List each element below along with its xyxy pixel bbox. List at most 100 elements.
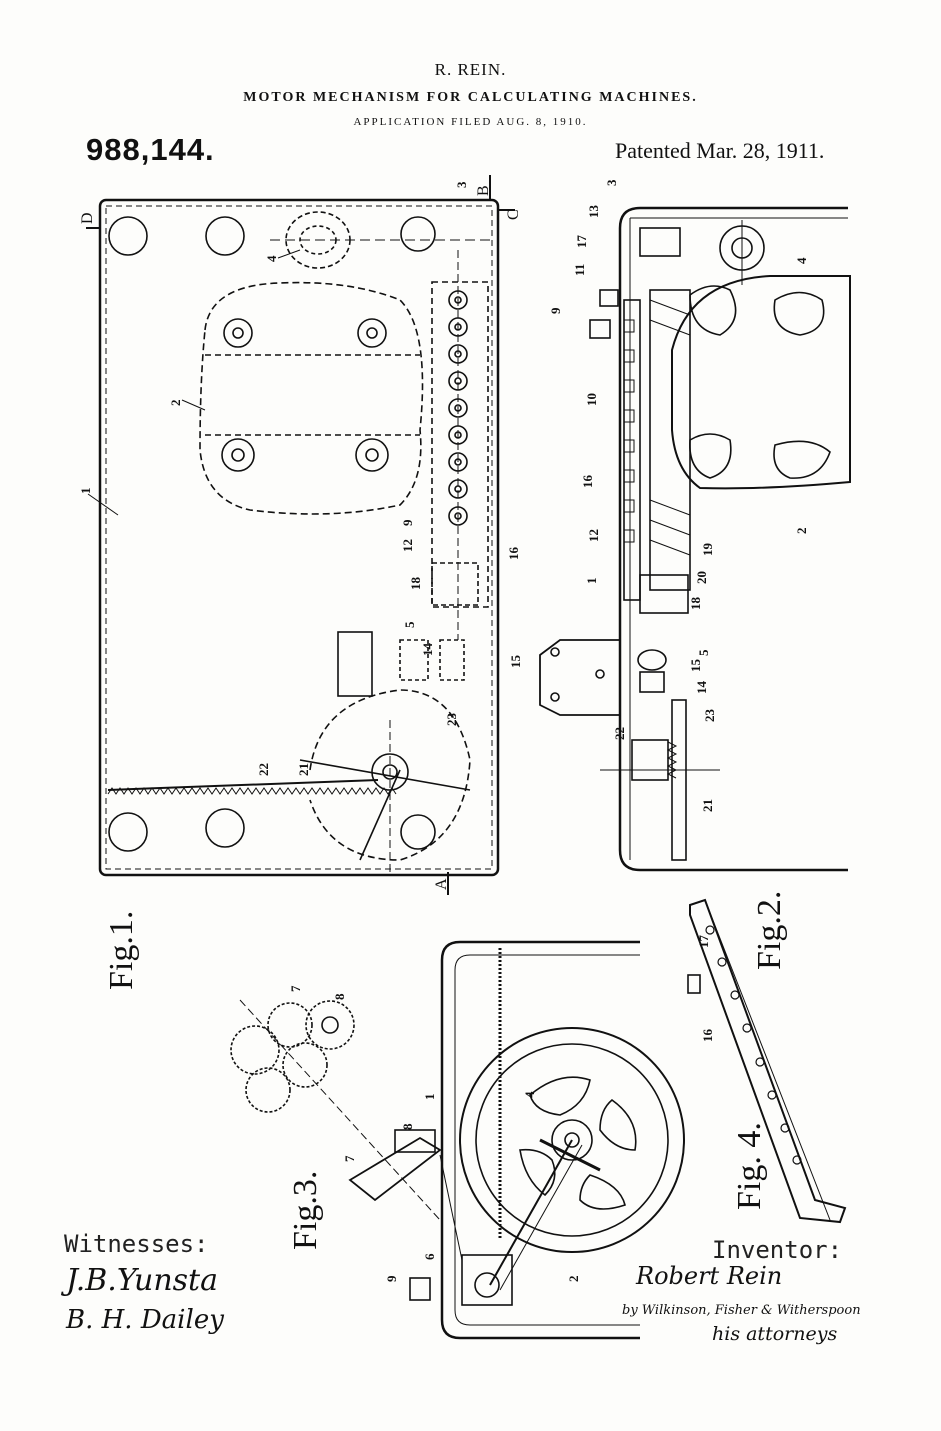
fig2-label-20: 20 [694, 571, 709, 584]
fig3-spoke-window-1 [529, 1076, 591, 1116]
figure-1-drawing [86, 175, 515, 895]
fig1-section-c: C [505, 209, 522, 220]
fig1-motor-hole-1-inner [232, 327, 244, 339]
fig4-caption: Fig. 4. [731, 1122, 768, 1210]
inventor-name-heading: R. REIN. [434, 60, 507, 79]
witness-1-signature: J.B.Yunsta [60, 1263, 218, 1298]
fig3-spoke-window-2 [599, 1098, 637, 1151]
fig2-label-4: 4 [794, 257, 809, 264]
fig1-part-15 [439, 639, 465, 681]
fig1-boss-br [400, 814, 436, 850]
fig2-label-21: 21 [700, 799, 715, 812]
fig1-boss-bl [108, 812, 148, 852]
fig2-label-9: 9 [548, 307, 563, 314]
fig3-housing-inner [454, 954, 640, 1326]
fig2-screw-shaft [649, 289, 691, 591]
fig4-rail-holes [705, 925, 802, 1165]
inventor-signature: Robert Rein [635, 1262, 782, 1290]
fig2-bracket-hole-2 [550, 692, 560, 702]
fig2-screw-threads [649, 299, 691, 556]
fig3-gear-d [282, 1042, 328, 1088]
fig4-pin-17 [687, 974, 701, 994]
fig3-gear-c [305, 1000, 355, 1050]
reference-labels: 1 2 3 4 5 9 12 14 15 16 18 21 22 23 D B … [78, 179, 809, 1282]
fig2-part-5 [637, 649, 667, 671]
fig1-leader-1 [87, 493, 119, 516]
fig3-label-8a: 8 [332, 993, 347, 1000]
fig2-label-10: 10 [584, 393, 599, 406]
fig2-motor-window-4 [773, 440, 831, 479]
fig3-knob-9 [409, 1277, 431, 1301]
fig1-part-18 [431, 562, 479, 606]
attorneys-label: his attorneys [712, 1323, 837, 1345]
fig2-motor-window-3 [689, 433, 732, 479]
fig1-label-14: 14 [420, 643, 435, 657]
fig2-label-2: 2 [794, 528, 809, 535]
fig2-part-3 [639, 227, 681, 257]
fig2-label-15: 15 [688, 659, 703, 673]
fig1-section-a: A [433, 878, 450, 890]
fig1-label-12: 12 [400, 539, 415, 552]
fig2-label-3: 3 [604, 179, 619, 186]
fig3-spoke-window-4 [579, 1174, 626, 1210]
fig3-gear-e [245, 1067, 291, 1113]
fig1-motor-hole-3-inner [231, 448, 245, 462]
fig1-inner-dashed [105, 205, 493, 870]
fig1-section-b: B [475, 185, 492, 196]
fig2-part-22 [631, 739, 669, 781]
fig1-motor-hole-2 [357, 318, 387, 348]
application-filed-line: APPLICATION FILED AUG. 8, 1910. [353, 116, 588, 128]
fig1-boss-tr [400, 216, 436, 252]
fig1-boss-tl [108, 216, 148, 256]
patent-number: 988,144. [86, 132, 215, 167]
fig1-label-21: 21 [296, 763, 311, 776]
fig2-label-16: 16 [580, 475, 595, 489]
fig1-lever-1 [299, 759, 471, 791]
fig3-link [439, 1154, 463, 1261]
fig2-motor [671, 275, 851, 490]
fig3-label-9: 9 [384, 1275, 399, 1282]
fig3-drive-rod [489, 1139, 573, 1286]
fig2-label-5: 5 [696, 649, 711, 656]
fig1-pinion-hub [382, 764, 398, 780]
fig1-label-5: 5 [402, 621, 417, 628]
fig1-motor-hole-1 [223, 318, 253, 348]
inventor-label: Inventor: [712, 1236, 842, 1264]
fig3-label-2: 2 [566, 1276, 581, 1283]
fig2-motor-window-1 [689, 285, 737, 336]
fig1-label-18: 18 [408, 577, 423, 591]
fig2-rail-rollers [623, 319, 635, 543]
fig2-label-18: 18 [688, 597, 703, 611]
fig2-label-1: 1 [584, 578, 599, 585]
fig1-boss-tc [205, 216, 245, 256]
attorneys-signature: by Wilkinson, Fisher & Witherspoon [622, 1303, 861, 1318]
fig2-knob-9 [599, 289, 619, 307]
fig1-leader-4 [277, 249, 301, 259]
fig2-knob-11 [589, 319, 611, 339]
fig1-part-14 [399, 639, 429, 681]
fig2-label-17: 17 [574, 235, 589, 249]
fig1-motor-hole-4 [355, 438, 389, 472]
fig1-boss-bc [205, 808, 245, 848]
fig1-housing-outline [98, 198, 500, 877]
fig3-label-7b: 7 [342, 1155, 357, 1162]
fig3-gear-c-hub [321, 1016, 339, 1034]
fig3-flywheel-axle [564, 1132, 580, 1148]
fig1-motor-hole-3 [221, 438, 255, 472]
fig3-label-8b: 8 [400, 1123, 415, 1130]
fig1-section-d: D [79, 212, 96, 224]
fig1-caption: Fig.1. [103, 911, 140, 990]
fig2-housing-outline [618, 206, 848, 872]
fig2-caption: Fig.2. [751, 891, 788, 970]
fig3-label-1: 1 [422, 1094, 437, 1101]
fig1-label-2: 2 [168, 400, 183, 407]
fig2-label-11: 11 [572, 264, 587, 276]
fig1-label-4: 4 [264, 255, 279, 262]
fig1-label-16: 16 [506, 547, 521, 561]
fig1-lever-2 [359, 769, 401, 861]
fig3-caption: Fig.3. [287, 1171, 324, 1250]
signature-block: Witnesses: J.B.Yunsta B. H. Dailey Inven… [60, 1230, 861, 1345]
fig2-label-22: 22 [612, 727, 627, 740]
